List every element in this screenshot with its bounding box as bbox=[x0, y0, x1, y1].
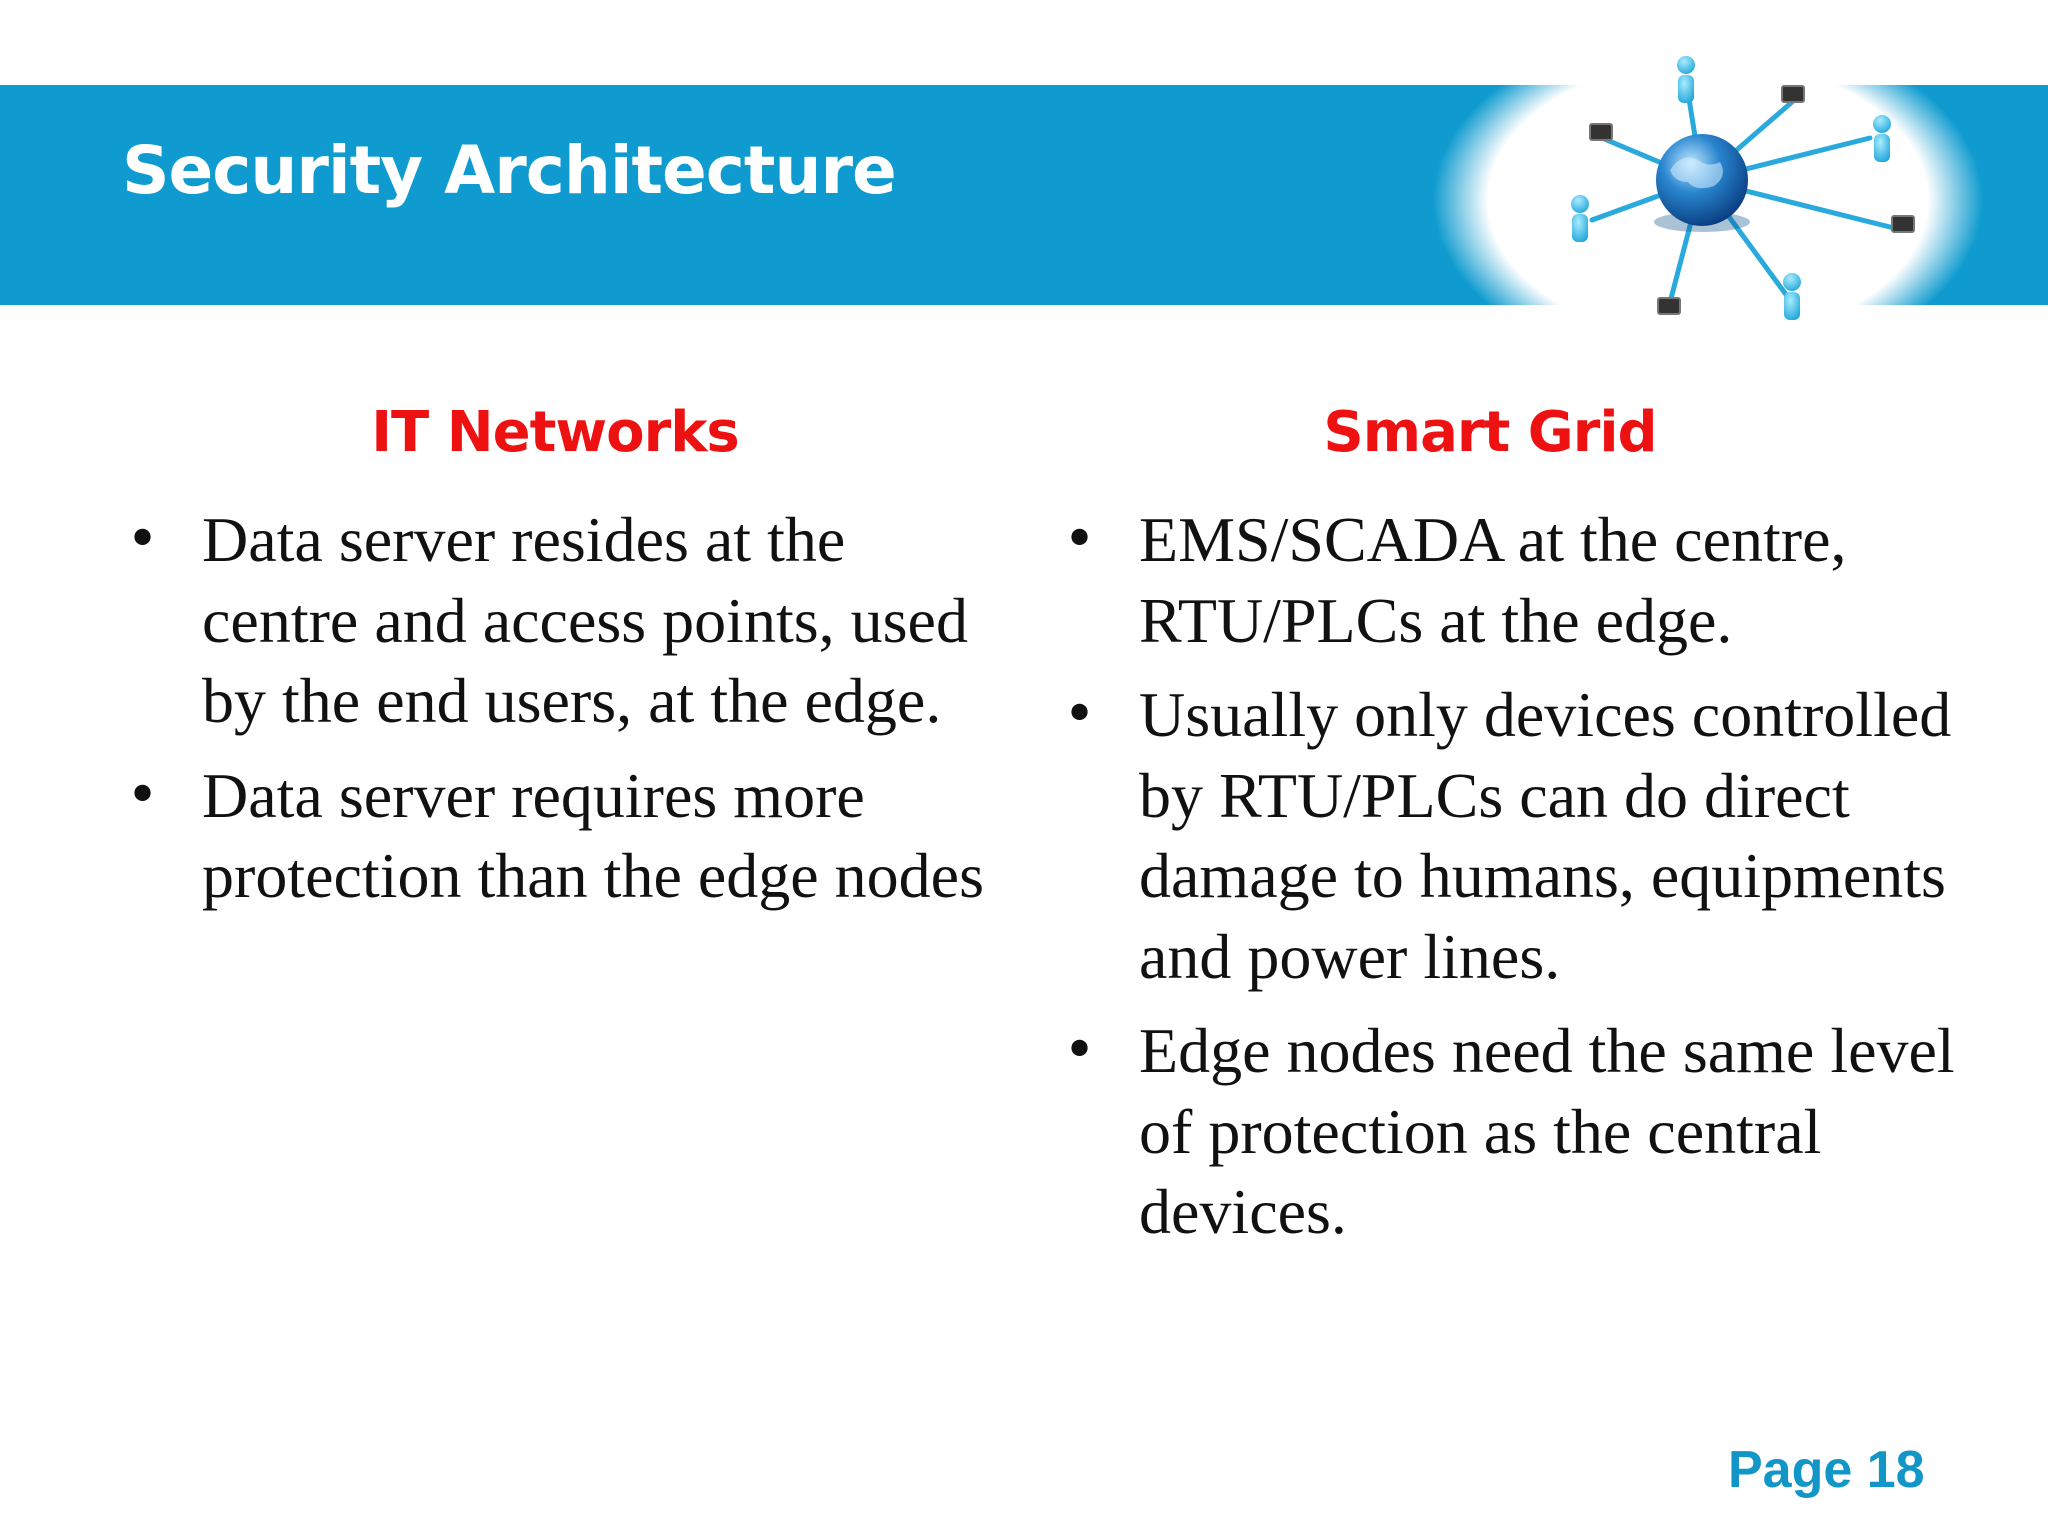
bullet-item: • Edge nodes need the same level of prote… bbox=[1057, 1011, 2017, 1253]
bullet-text: Edge nodes need the same level of protec… bbox=[1139, 1015, 1955, 1247]
bullet-item: • EMS/SCADA at the centre, RTU/PLCs at th… bbox=[1057, 500, 2017, 661]
bullet-icon: • bbox=[126, 507, 160, 572]
it-networks-bullet-list: • Data server resides at the centre and a… bbox=[120, 500, 1000, 931]
smart-grid-heading: Smart Grid bbox=[1323, 400, 1657, 465]
bullet-icon: • bbox=[1063, 1018, 1097, 1083]
bullet-icon: • bbox=[126, 762, 160, 828]
bullet-item: • Data server resides at the centre and a… bbox=[120, 500, 1000, 742]
slide-title: Security Architecture bbox=[122, 132, 897, 209]
bullet-icon: • bbox=[1063, 682, 1097, 747]
bullet-text: Usually only devices controlled by RTU/P… bbox=[1139, 679, 1952, 992]
it-networks-heading: IT Networks bbox=[371, 400, 740, 465]
bullet-text: EMS/SCADA at the centre, RTU/PLCs at the… bbox=[1139, 504, 1847, 656]
bullet-text: Data server resides at the centre and ac… bbox=[202, 504, 968, 736]
bullet-item: • Usually only devices controlled by RTU/… bbox=[1057, 675, 2017, 997]
smart-grid-bullet-list: • EMS/SCADA at the centre, RTU/PLCs at th… bbox=[1057, 500, 2017, 1267]
bullet-icon: • bbox=[1063, 507, 1097, 572]
bullet-item: • Data server requires more protection th… bbox=[120, 756, 1000, 917]
bullet-text: Data server requires more protection tha… bbox=[202, 759, 984, 912]
network-globe-icon bbox=[1433, 25, 1983, 375]
page-number: Page 18 bbox=[1728, 1441, 1925, 1499]
